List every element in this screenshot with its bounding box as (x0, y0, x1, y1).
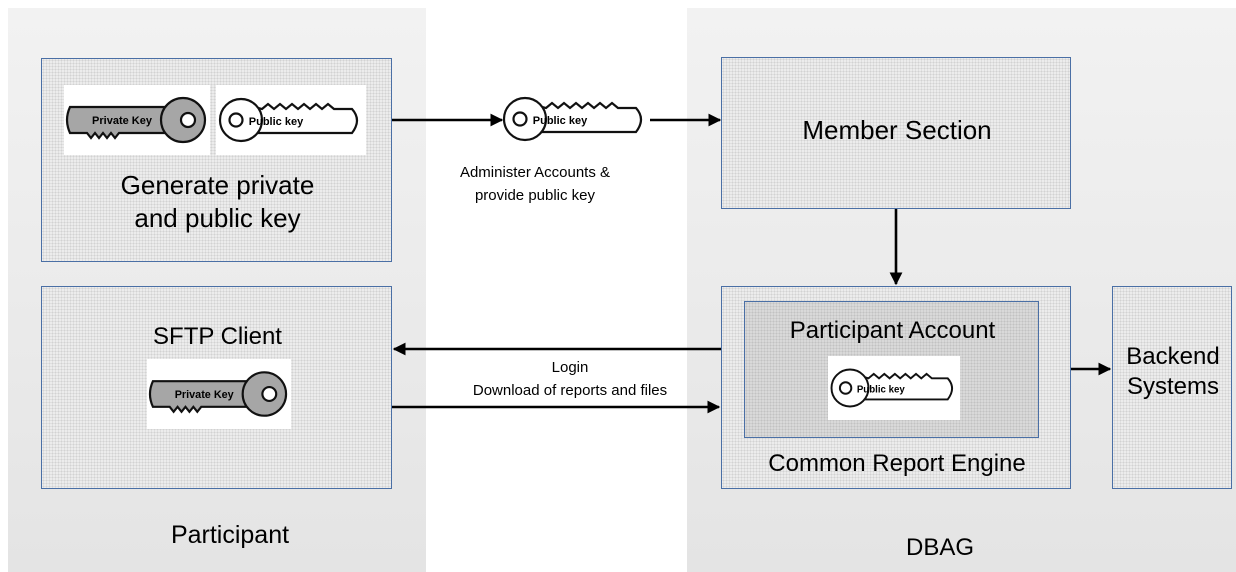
sftp-private-key-icon: Private Key (148, 371, 288, 417)
account-public-key-label: Public key (857, 384, 905, 395)
transfer-public-key-icon: Public key (502, 96, 643, 142)
transfer-public-key-label: Public key (533, 115, 588, 127)
sftp-client-title: SFTP Client (153, 323, 282, 350)
dbag-panel-label: DBAG (905, 534, 974, 561)
generate-keys-title-line2: and public key (134, 203, 301, 233)
participant-panel-label: Participant (170, 521, 290, 549)
sftp-client-box: SFTP Client Private Key (41, 286, 392, 489)
private-key-card: Private Key (64, 85, 210, 155)
account-public-key-card: Public key (828, 356, 960, 420)
account-public-key-icon: Public key (830, 368, 954, 408)
private-key-icon: Private Key (65, 96, 207, 144)
member-section-title: Member Section (802, 115, 992, 145)
backend-systems-title-line2: Systems (1126, 373, 1219, 400)
public-key-card: Public key (216, 85, 366, 155)
common-report-engine-title: Common Report Engine (768, 450, 1026, 477)
backend-systems-title-line1: Backend (1126, 343, 1220, 370)
participant-account-box: Participant Account Public key (744, 301, 1039, 438)
public-key-icon: Public key (218, 97, 359, 143)
private-key-label: Private Key (92, 115, 153, 127)
administer-label-line1: Administer Accounts & (459, 164, 611, 181)
backend-systems-box: Backend Systems (1112, 286, 1232, 489)
public-key-label: Public key (249, 116, 304, 128)
generate-keys-title-line1: Generate private (120, 170, 315, 200)
common-report-engine-box: Participant Account Public key Common Re… (721, 286, 1071, 489)
download-label: Download of reports and files (472, 382, 668, 399)
login-label: Login (551, 359, 589, 376)
sftp-private-key-card: Private Key (147, 359, 291, 429)
member-section-box: Member Section (721, 57, 1071, 209)
administer-label-line2: provide public key (474, 187, 596, 204)
transfer-public-key: Public key (500, 84, 650, 154)
participant-account-title: Participant Account (789, 317, 996, 344)
sftp-private-key-label: Private Key (175, 389, 234, 401)
generate-keys-box: Private Key Public key Generate private … (41, 58, 392, 262)
